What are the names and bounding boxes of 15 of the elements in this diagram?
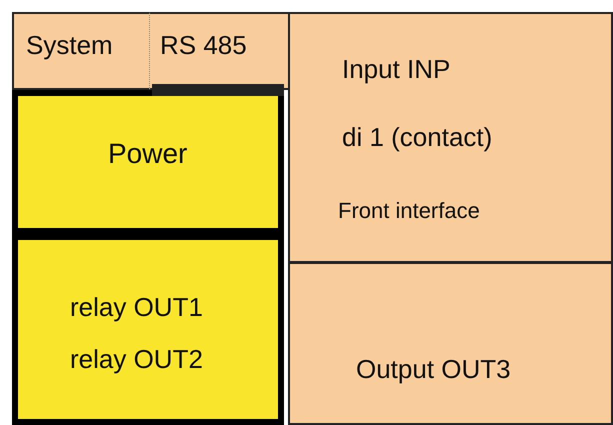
output-label: relay OUT1 (70, 292, 203, 323)
output-panel (288, 262, 613, 425)
system-label: System (26, 30, 113, 61)
module-label: Power (108, 138, 188, 170)
output-label: relay OUT2 (70, 344, 203, 375)
output-label: Output OUT3 (356, 354, 511, 385)
interface-label: RS 485 (160, 30, 247, 61)
relay-module (12, 234, 284, 425)
interface-label: Front interface (338, 198, 480, 224)
input-label: Input INP (342, 54, 450, 85)
power-module (12, 90, 284, 234)
input-label: di 1 (contact) (342, 122, 492, 153)
system-panel (12, 12, 150, 90)
interface-panel (150, 12, 290, 90)
input-panel (288, 12, 613, 263)
